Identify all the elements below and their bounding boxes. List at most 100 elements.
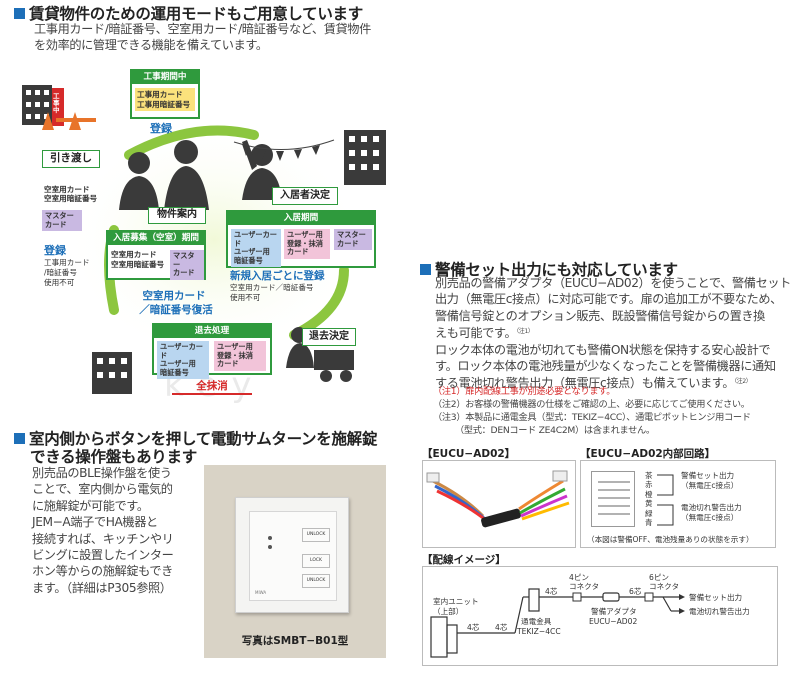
moveout-head: 退去処理 <box>154 325 270 338</box>
adapter-cable-image <box>426 470 570 528</box>
handover-register-label: 登録 <box>44 244 66 257</box>
restore-label-1: 空室用カード <box>142 290 206 302</box>
wiring-out-1: 警備セット出力 <box>689 593 743 602</box>
led-indicator-icon <box>268 545 272 549</box>
panel-photo: UNLOCK LOCK UNLOCK MIWA 写真はSMBT−B01型 <box>204 465 386 658</box>
indoor-title-line1: 室内側からボタンを押して電動サムターンを施解錠 <box>29 430 378 448</box>
lock-button[interactable]: LOCK <box>302 554 330 568</box>
all-erase-label: 全抹消 <box>172 378 252 395</box>
alarm-note-1: （注1）扉内配線工事が別途必要となります。 <box>433 386 616 397</box>
handover-label: 引き渡し <box>42 150 100 168</box>
moveout-user-tag: ユーザーカード ユーザー用 暗証番号 <box>157 341 209 379</box>
decision-master-tag: マスター カード <box>334 229 372 250</box>
wire-color-blue: 青 <box>645 518 653 528</box>
rental-cycle-diagram: key 工事中 工事期間中 工事用カード 工事用暗証番号 登録 引き渡し 空室用… <box>14 60 414 405</box>
led-indicator-icon <box>268 536 272 540</box>
wiring-connector-6b: コネクタ <box>649 582 680 591</box>
wiring-diagram: 室内ユニット （上部） 4芯 4芯 4芯 6芯 4ピン コネクタ 6ピン コネク… <box>422 566 778 666</box>
handover-master-tag: マスター カード <box>42 210 82 231</box>
decision-label: 入居者決定 <box>272 187 338 205</box>
wire-color-yellow: 黄 <box>645 499 653 509</box>
wiring-core-6: 6芯 <box>629 587 642 596</box>
alarm-title-text: 警備セット出力にも対応しています <box>435 261 678 279</box>
construction-sign-text: 工事中 <box>53 92 60 114</box>
wiring-adapter-2: EUCU−AD02 <box>589 617 638 626</box>
circuit-board <box>591 471 635 527</box>
wiring-core-4a: 4芯 <box>467 623 480 632</box>
restore-label-2: ／暗証番号復活 <box>139 304 213 316</box>
alarm-note-3b: （型式：DENコード ZE4C2M）は含まれません。 <box>455 425 655 436</box>
viewing-head: 入居募集（空室）期間 <box>108 232 204 245</box>
rental-title-text: 賃貸物件のための運用モードもご用意しています <box>29 5 363 23</box>
wiring-adapter-1: 警備アダプタ <box>591 607 637 616</box>
decision-head: 入居期間 <box>228 212 374 225</box>
rental-description: 工事用カード/暗証番号、空室用カード/暗証番号など、賃貸物件 を効率的に管理でき… <box>34 22 371 53</box>
moveout-erase-tag: ユーザー用 登録・抹消 カード <box>214 341 266 371</box>
wiring-connector-6a: 6ピン <box>649 573 670 582</box>
wiring-label: 【配線イメージ】 <box>422 554 506 566</box>
wiring-indoor-unit-1: 室内ユニット <box>433 597 479 606</box>
wiring-connector-4a: 4ピン <box>569 573 590 582</box>
circuit-wire-colors: 茶 赤 橙 黄 緑 青 <box>645 471 655 527</box>
wire-color-red: 赤 <box>645 480 653 490</box>
viewing-card-text: 空室用カード <box>111 250 157 259</box>
decision-register-label: 新規入居ごとに登録 <box>230 270 325 282</box>
handover-pin-text: 空室用暗証番号 <box>44 194 98 203</box>
alarm-section-title: 警備セット出力にも対応しています <box>420 258 678 280</box>
construction-tag: 工事用カード 工事用暗証番号 <box>135 88 195 111</box>
circuit-out1-a: 警備セット出力 <box>681 471 735 480</box>
panel-face: UNLOCK LOCK UNLOCK MIWA <box>249 511 337 601</box>
circuit-caption: （本図は警備OFF、電池残量ありの状態を示す） <box>587 535 754 544</box>
wiring-connector-4b: コネクタ <box>569 582 600 591</box>
alarm-desc2-text: ロック本体の電池が切れても警備ON状態を保持する安心設計で す。ロック本体の電池… <box>435 342 776 391</box>
wiring-hinge-2: TEKIZ−4CC <box>517 627 561 636</box>
wiring-indoor-unit-2: （上部） <box>433 607 464 616</box>
section-square-icon <box>14 433 25 444</box>
product-label: 【EUCU−AD02】 <box>422 448 516 460</box>
viewing-box: 入居募集（空室）期間 空室用カード 空室用暗証番号 マスター カード <box>106 230 206 280</box>
unlock-button-top[interactable]: UNLOCK <box>302 528 330 542</box>
wire-color-orange: 橙 <box>645 489 653 499</box>
wiring-core-4b: 4芯 <box>495 623 508 632</box>
circuit-diagram: 茶 赤 橙 黄 緑 青 警備セット出力 （無電圧c接点） 電池切れ警告出力 （無… <box>580 460 776 548</box>
decision-note2: 使用不可 <box>230 293 261 302</box>
indoor-section-title: 室内側からボタンを押して電動サムターンを施解錠 <box>14 427 377 449</box>
alarm-desc-text: 別売品の警備アダプタ（EUCU−AD02）を使うことで、警備セット 出力（無電圧… <box>435 276 791 341</box>
decision-user-tag: ユーザーカード ユーザー用 暗証番号 <box>231 229 281 267</box>
wiring-core-4c: 4芯 <box>545 587 558 596</box>
moveout-label: 退去決定 <box>302 328 356 346</box>
panel-plate: UNLOCK LOCK UNLOCK MIWA <box>235 497 349 613</box>
handover-note2: /暗証番号 <box>44 268 77 277</box>
diagram-graphics <box>22 85 386 394</box>
circuit-label: 【EUCU−AD02内部回路】 <box>580 448 716 460</box>
handover-card-text: 空室用カード <box>44 185 90 194</box>
wire-color-green: 緑 <box>645 508 653 518</box>
viewing-pin-text: 空室用暗証番号 <box>111 260 165 269</box>
construction-register-label: 登録 <box>150 122 172 135</box>
alarm-desc-note-mark: （注1） <box>516 328 534 336</box>
moveout-box: 退去処理 ユーザーカード ユーザー用 暗証番号 ユーザー用 登録・抹消 カード <box>152 323 272 379</box>
indoor-title-line2: できる操作盤もあります <box>30 448 197 466</box>
alarm-note-2: （注2）お客様の警備機器の仕様をご確認の上、必要に応じてご使用ください。 <box>433 399 750 410</box>
construction-head: 工事期間中 <box>132 71 198 84</box>
circuit-out2-b: （無電圧c接点） <box>681 513 739 522</box>
wiring-hinge-1: 通電金具 <box>521 617 552 626</box>
alarm-description: 別売品の警備アダプタ（EUCU−AD02）を使うことで、警備セット 出力（無電圧… <box>435 275 800 392</box>
wire-color-brown: 茶 <box>645 471 653 480</box>
product-photo <box>422 460 576 548</box>
construction-card-text: 工事用カード <box>137 90 183 99</box>
construction-box: 工事期間中 工事用カード 工事用暗証番号 <box>130 69 200 119</box>
alarm-desc2-note-mark: （注2） <box>734 378 752 386</box>
section-square-icon <box>14 8 25 19</box>
handover-note1: 工事用カード <box>44 258 90 267</box>
circuit-out1-b: （無電圧c接点） <box>681 481 739 490</box>
viewing-label: 物件案内 <box>148 207 206 224</box>
wiring-out-2: 電池切れ警告出力 <box>689 607 750 616</box>
decision-box: 入居期間 ユーザーカード ユーザー用 暗証番号 ユーザー用 登録・抹消 カード … <box>226 210 376 268</box>
alarm-note-3a: （注3）本製品に通電金具（型式：TEKIZ−4CC）、通電ピボットヒンジ用コード <box>433 412 751 423</box>
unlock-button-bottom[interactable]: UNLOCK <box>302 574 330 588</box>
decision-erase-tag: ユーザー用 登録・抹消 カード <box>284 229 330 259</box>
viewing-master-tag: マスター カード <box>170 250 204 280</box>
indoor-description: 別売品のBLE操作盤を使う ことで、室内側から電気的 に施解錠が可能です。 JE… <box>32 466 174 595</box>
rental-section-title: 賃貸物件のための運用モードもご用意しています <box>14 2 363 24</box>
